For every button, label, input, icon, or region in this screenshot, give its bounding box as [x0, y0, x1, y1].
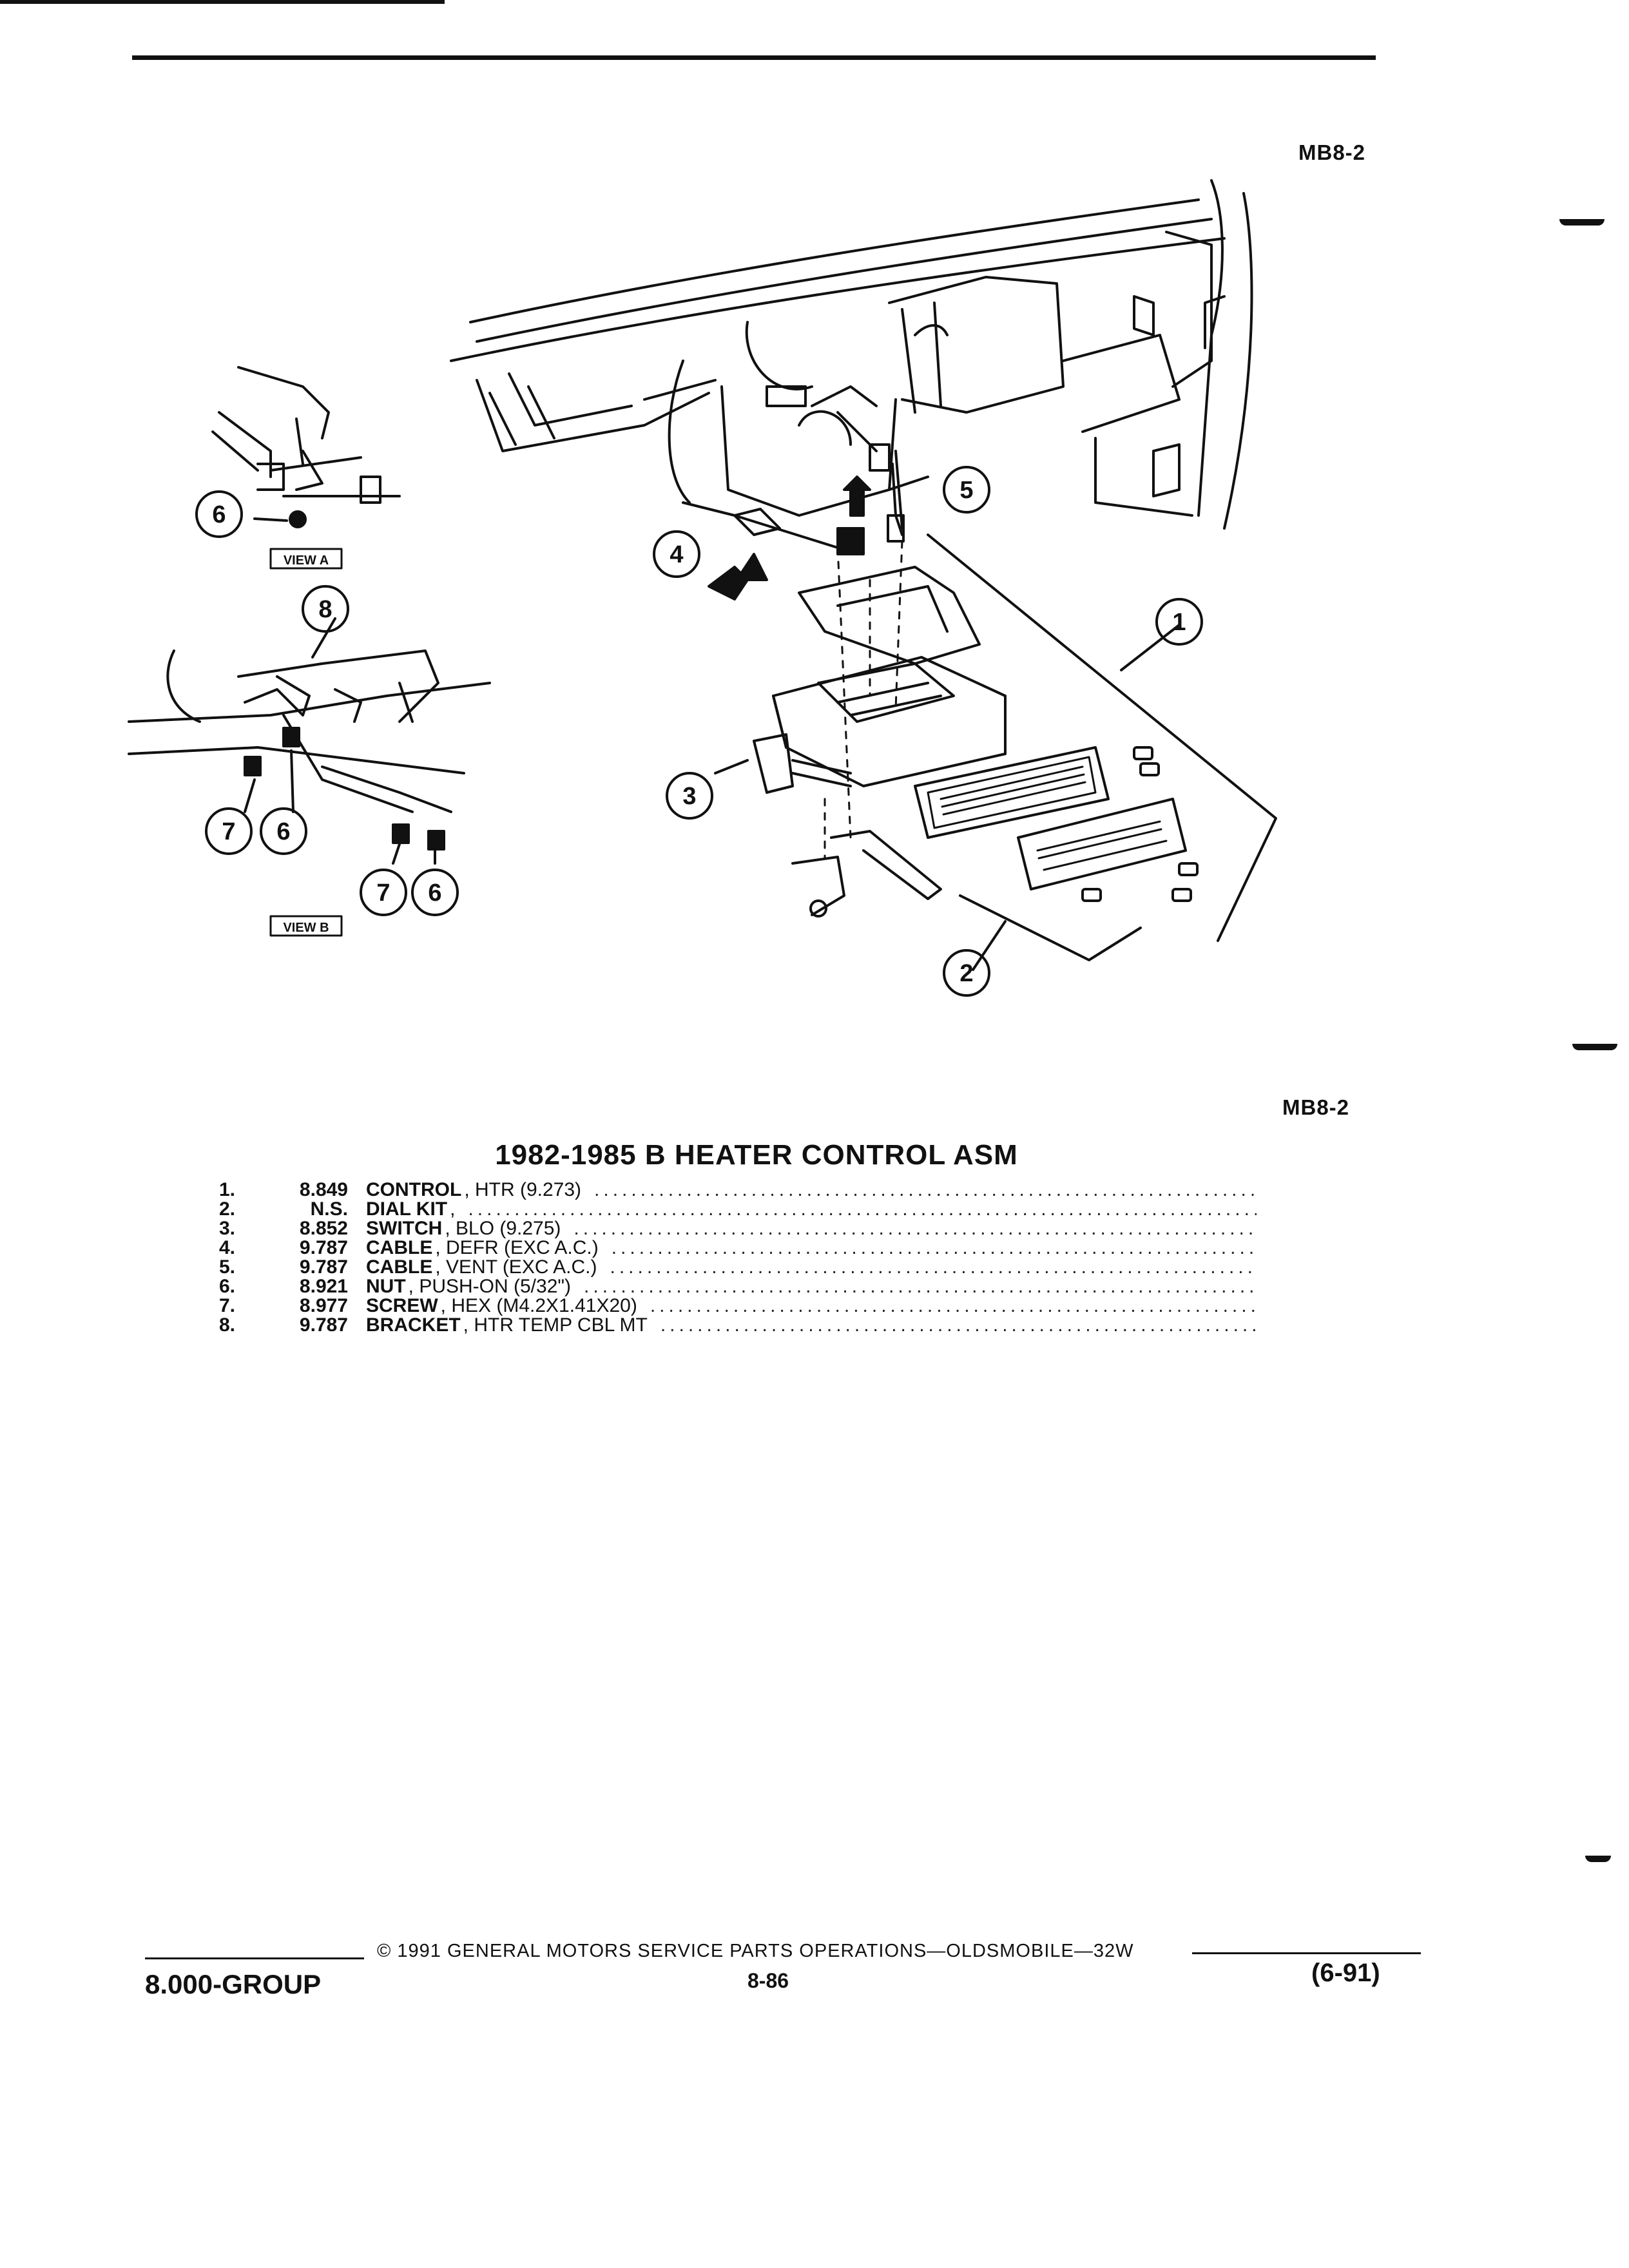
parts-list-row: 5. 9.787 CABLE, VENT (EXC A.C.)...........… [219, 1258, 1257, 1277]
part-description: , HTR (9.273) [464, 1180, 582, 1200]
svg-text:4: 4 [670, 541, 683, 568]
svg-text:7: 7 [222, 818, 235, 845]
heater-control-assembly [714, 476, 1277, 971]
part-number: 3. [219, 1219, 236, 1238]
part-name: CABLE [366, 1238, 433, 1258]
footer-date: (6-91) [1311, 1959, 1380, 1987]
svg-text:VIEW A: VIEW A [284, 553, 329, 568]
part-name: CONTROL [366, 1180, 462, 1200]
svg-text:3: 3 [682, 783, 696, 810]
part-name: SCREW [366, 1296, 438, 1316]
parts-list-row: 6. 8.921 NUT, PUSH-ON (5/32").............… [219, 1277, 1257, 1296]
part-number: 6. [219, 1277, 236, 1296]
svg-text:6: 6 [428, 879, 441, 907]
part-name: BRACKET [366, 1316, 461, 1335]
parts-list: 1. 8.849 CONTROL, HTR (9.273).............… [219, 1180, 1257, 1335]
part-number: 8. [219, 1316, 236, 1335]
footer-rule-right [1192, 1952, 1421, 1954]
part-group-code: 9.787 [299, 1316, 348, 1335]
diagram-code-bottom: MB8-2 [1282, 1095, 1350, 1119]
part-name: DIAL KIT [366, 1200, 448, 1219]
svg-text:6: 6 [276, 818, 290, 845]
part-description: , [450, 1200, 456, 1219]
parts-list-row: 1. 8.849 CONTROL, HTR (9.273).............… [219, 1180, 1257, 1200]
page-title-text: 1982-1985 B HEATER CONTROL ASM [495, 1139, 1018, 1171]
view-arrows [708, 553, 768, 601]
svg-text:7: 7 [376, 879, 390, 907]
exploded-parts-illustration: 1 2 3 4 5 6 8 7 6 7 6 VIEW A [128, 179, 1277, 997]
parts-list-row: 7. 8.977 SCREW, HEX (M4.2X1.41X20)........… [219, 1296, 1257, 1316]
parts-list-row: 3. 8.852 SWITCH, BLO (9.275)..............… [219, 1219, 1257, 1238]
part-description: , HEX (M4.2X1.41X20) [440, 1296, 637, 1316]
part-group-code: 9.787 [299, 1258, 348, 1277]
footer-rule-left [145, 1957, 364, 1959]
svg-text:1: 1 [1172, 609, 1186, 636]
header-rule [132, 55, 1376, 60]
callout-5: 5 [943, 466, 990, 514]
svg-text:8: 8 [318, 596, 332, 623]
callout-6-view-b-left: 6 [260, 807, 307, 855]
part-group-code: 9.787 [299, 1238, 348, 1258]
svg-text:5: 5 [959, 477, 973, 504]
scan-edge-mark [1572, 1044, 1617, 1050]
callout-4: 4 [653, 530, 700, 578]
svg-text:6: 6 [212, 501, 226, 528]
callout-8: 8 [302, 585, 349, 633]
part-number: 2. [219, 1200, 236, 1219]
part-group-code: N.S. [310, 1200, 348, 1219]
part-description: , DEFR (EXC A.C.) [435, 1238, 599, 1258]
view-a-label: VIEW A [269, 548, 343, 570]
callout-7-view-b-left: 7 [205, 807, 253, 855]
svg-text:VIEW B: VIEW B [283, 921, 329, 935]
parts-list-row: 4. 9.787 CABLE, DEFR (EXC A.C.)...........… [219, 1238, 1257, 1258]
callout-3: 3 [666, 772, 713, 820]
scan-edge-mark [1559, 219, 1605, 226]
callout-2: 2 [943, 949, 990, 997]
diagram-code-top: MB8-2 [1298, 140, 1366, 164]
part-number: 7. [219, 1296, 236, 1316]
footer-group: 8.000-GROUP [145, 1969, 322, 1999]
dot-leader: ........................................… [650, 1296, 1257, 1316]
parts-list-row: 2. N.S. DIAL KIT,.........................… [219, 1200, 1257, 1219]
part-number: 1. [219, 1180, 236, 1200]
part-group-code: 8.921 [299, 1277, 348, 1296]
parts-list-row: 8. 9.787 BRACKET, HTR TEMP CBL MT.........… [219, 1316, 1257, 1335]
part-description: , VENT (EXC A.C.) [435, 1258, 597, 1277]
dot-leader: ........................................… [574, 1219, 1257, 1238]
callout-6-view-a: 6 [195, 490, 243, 538]
page-title: 1982-1985 B HEATER CONTROL ASM [0, 1139, 1629, 1171]
footer-copyright: © 1991 GENERAL MOTORS SERVICE PARTS OPER… [377, 1941, 1134, 1961]
view-a-detail [211, 366, 401, 528]
part-group-code: 8.852 [299, 1219, 348, 1238]
view-b-label: VIEW B [269, 915, 343, 937]
part-description: , HTR TEMP CBL MT [463, 1316, 648, 1335]
cable-assembly [682, 463, 905, 555]
part-name: NUT [366, 1277, 406, 1296]
part-name: SWITCH [366, 1219, 443, 1238]
dot-leader: ........................................… [468, 1200, 1257, 1219]
part-name: CABLE [366, 1258, 433, 1277]
footer-page-number: 8-86 [747, 1969, 789, 1992]
part-group-code: 8.977 [299, 1296, 348, 1316]
dot-leader: ........................................… [660, 1316, 1257, 1335]
callout-1: 1 [1155, 598, 1203, 646]
scan-edge-mark [1585, 1856, 1611, 1862]
view-b-detail [128, 617, 491, 865]
part-number: 4. [219, 1238, 236, 1258]
part-number: 5. [219, 1258, 236, 1277]
part-description: , BLO (9.275) [445, 1219, 561, 1238]
dot-leader: ........................................… [594, 1180, 1257, 1200]
callout-7-view-b-right: 7 [360, 869, 407, 916]
svg-text:2: 2 [959, 960, 973, 987]
dot-leader: ........................................… [584, 1277, 1257, 1296]
dot-leader: ........................................… [610, 1258, 1257, 1277]
dot-leader: ........................................… [611, 1238, 1257, 1258]
top-edge-rule [0, 0, 445, 4]
part-group-code: 8.849 [299, 1180, 348, 1200]
part-description: , PUSH-ON (5/32") [408, 1277, 572, 1296]
dashboard-outline [450, 179, 1253, 530]
callout-6-view-b-right: 6 [411, 869, 459, 916]
